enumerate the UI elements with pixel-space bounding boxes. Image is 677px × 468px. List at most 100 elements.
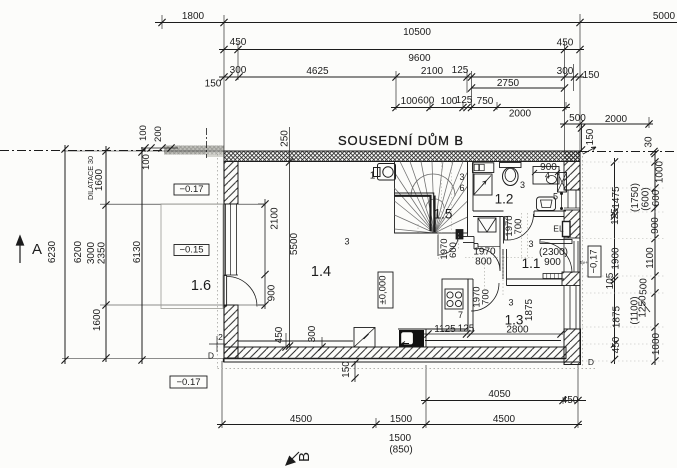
- svg-text:2800: 2800: [506, 325, 529, 336]
- svg-text:5000: 5000: [653, 11, 676, 22]
- svg-text:3: 3: [344, 237, 349, 247]
- svg-text:1475: 1475: [611, 186, 622, 209]
- svg-text:125: 125: [456, 95, 473, 106]
- svg-text:4500: 4500: [290, 414, 313, 425]
- svg-text:1.1: 1.1: [522, 256, 541, 271]
- svg-text:125: 125: [458, 324, 475, 335]
- svg-text:1875: 1875: [524, 298, 535, 321]
- svg-text:100: 100: [138, 125, 149, 141]
- svg-text:900: 900: [544, 257, 561, 268]
- svg-text:DILATACE 30: DILATACE 30: [86, 156, 95, 200]
- svg-text:1.3: 1.3: [505, 313, 524, 328]
- svg-text:3: 3: [459, 172, 464, 182]
- svg-text:6: 6: [459, 183, 464, 193]
- svg-text:2000: 2000: [605, 114, 628, 125]
- svg-text:150: 150: [585, 128, 596, 145]
- svg-text:900: 900: [267, 284, 278, 301]
- svg-text:3: 3: [520, 180, 525, 190]
- svg-text:1970: 1970: [504, 215, 515, 236]
- svg-text:B: B: [296, 452, 313, 462]
- svg-text:−0.15: −0.15: [179, 245, 203, 256]
- svg-text:600: 600: [418, 96, 435, 107]
- svg-text:1000: 1000: [655, 160, 666, 183]
- svg-text:1970: 1970: [473, 247, 496, 258]
- svg-text:1500: 1500: [390, 414, 413, 425]
- svg-text:3000: 3000: [86, 241, 97, 264]
- svg-text:125: 125: [610, 208, 621, 225]
- svg-text:1125: 1125: [434, 324, 456, 335]
- svg-text:6130: 6130: [132, 240, 143, 263]
- svg-text:450: 450: [274, 326, 285, 343]
- svg-text:1900: 1900: [611, 247, 622, 270]
- svg-text:450: 450: [557, 38, 574, 49]
- svg-text:4500: 4500: [493, 414, 516, 425]
- svg-text:1.6: 1.6: [191, 278, 211, 294]
- svg-text:2750: 2750: [497, 78, 520, 89]
- svg-text:1800: 1800: [182, 11, 205, 22]
- svg-text:900: 900: [540, 162, 557, 173]
- svg-text:(1100): (1100): [630, 296, 641, 324]
- svg-text:200: 200: [153, 126, 164, 142]
- svg-text:1000: 1000: [651, 332, 662, 355]
- svg-text:5: 5: [553, 192, 558, 202]
- svg-text:250: 250: [280, 130, 291, 147]
- svg-text:(600): (600): [641, 187, 652, 210]
- svg-text:EL: EL: [553, 224, 564, 234]
- svg-text:700: 700: [513, 219, 524, 235]
- svg-text:(1750): (1750): [630, 183, 641, 212]
- svg-text:(2300): (2300): [539, 247, 568, 258]
- svg-text:SOUSEDNÍ DŮM B: SOUSEDNÍ DŮM B: [338, 133, 464, 148]
- svg-text:2350: 2350: [97, 241, 108, 264]
- svg-text:900: 900: [650, 217, 661, 234]
- svg-text:1.5: 1.5: [434, 207, 453, 222]
- svg-text:5500: 5500: [289, 232, 300, 255]
- svg-text:5v+: 5v+: [580, 260, 588, 265]
- svg-text:100: 100: [141, 154, 152, 170]
- svg-text:4050: 4050: [488, 389, 511, 400]
- svg-text:(850): (850): [389, 445, 412, 456]
- svg-text:150: 150: [583, 70, 600, 81]
- svg-text:D: D: [588, 357, 594, 367]
- svg-text:1600: 1600: [92, 308, 103, 331]
- svg-text:500: 500: [569, 113, 586, 124]
- svg-text:500: 500: [639, 278, 650, 295]
- svg-text:1100: 1100: [645, 247, 656, 269]
- svg-text:1970: 1970: [472, 286, 483, 307]
- svg-text:1500: 1500: [389, 433, 412, 444]
- svg-text:3: 3: [508, 298, 513, 308]
- svg-text:300: 300: [307, 325, 318, 342]
- svg-text:800: 800: [475, 257, 492, 268]
- svg-text:100: 100: [441, 96, 458, 107]
- svg-text:600: 600: [651, 189, 662, 206]
- svg-text:300: 300: [557, 66, 574, 77]
- svg-text:30: 30: [644, 136, 655, 148]
- svg-text:−0.17: −0.17: [176, 377, 200, 388]
- svg-text:1600: 1600: [94, 168, 105, 191]
- svg-text:D: D: [208, 351, 214, 361]
- svg-text:4: 4: [545, 171, 550, 181]
- svg-text:1: 1: [370, 171, 376, 182]
- svg-text:10500: 10500: [403, 27, 431, 38]
- svg-text:150: 150: [205, 79, 222, 90]
- svg-text:±0,000: ±0,000: [377, 276, 388, 305]
- svg-text:2100: 2100: [270, 207, 281, 230]
- svg-text:125: 125: [452, 65, 469, 76]
- svg-text:1.2: 1.2: [495, 192, 514, 207]
- svg-text:6200: 6200: [73, 240, 84, 263]
- svg-text:1250: 1250: [638, 295, 649, 318]
- svg-text:6230: 6230: [47, 240, 58, 263]
- svg-text:−0.17: −0.17: [179, 184, 203, 195]
- svg-text:750: 750: [477, 96, 494, 107]
- svg-text:105: 105: [605, 272, 616, 289]
- svg-text:1.4: 1.4: [311, 264, 331, 280]
- svg-text:700: 700: [481, 289, 492, 305]
- svg-text:4625: 4625: [306, 66, 329, 77]
- svg-text:3: 3: [528, 239, 533, 249]
- svg-text:7: 7: [458, 310, 463, 320]
- svg-text:2100: 2100: [421, 66, 444, 77]
- svg-text:2: 2: [218, 332, 223, 342]
- svg-text:450: 450: [611, 336, 622, 353]
- svg-text:2000: 2000: [509, 109, 532, 120]
- svg-text:−0,17: −0,17: [589, 249, 600, 273]
- svg-text:9600: 9600: [408, 53, 431, 64]
